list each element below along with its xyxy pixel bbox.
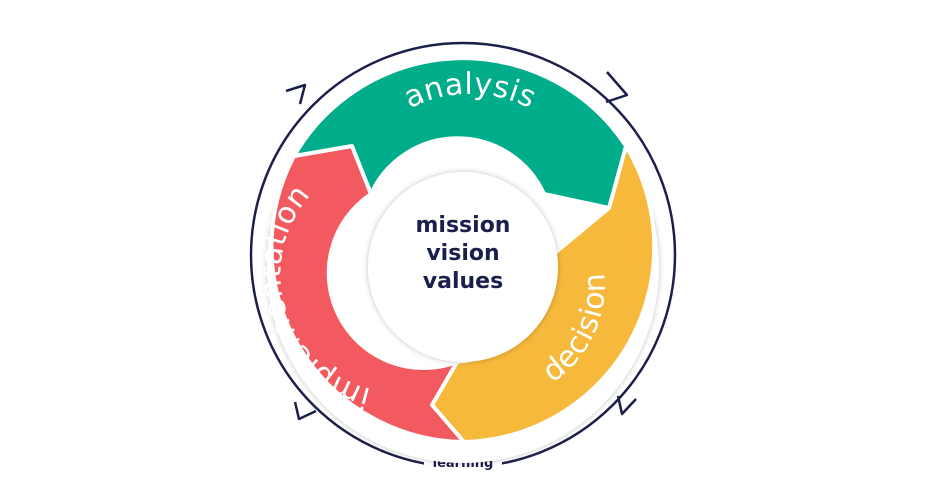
center-line-mission: mission: [416, 213, 511, 238]
arrow-head-top-right-icon: [605, 71, 629, 104]
arrow-head-bottom-right-icon: [616, 395, 637, 416]
arrow-head-top-left-icon: [285, 83, 307, 105]
analysis-segment: [292, 56, 628, 210]
center-line-values: values: [423, 269, 503, 294]
arrow-head-bottom-left-icon: [293, 401, 317, 421]
center-line-vision: vision: [426, 241, 499, 266]
center-disk: [368, 172, 558, 362]
